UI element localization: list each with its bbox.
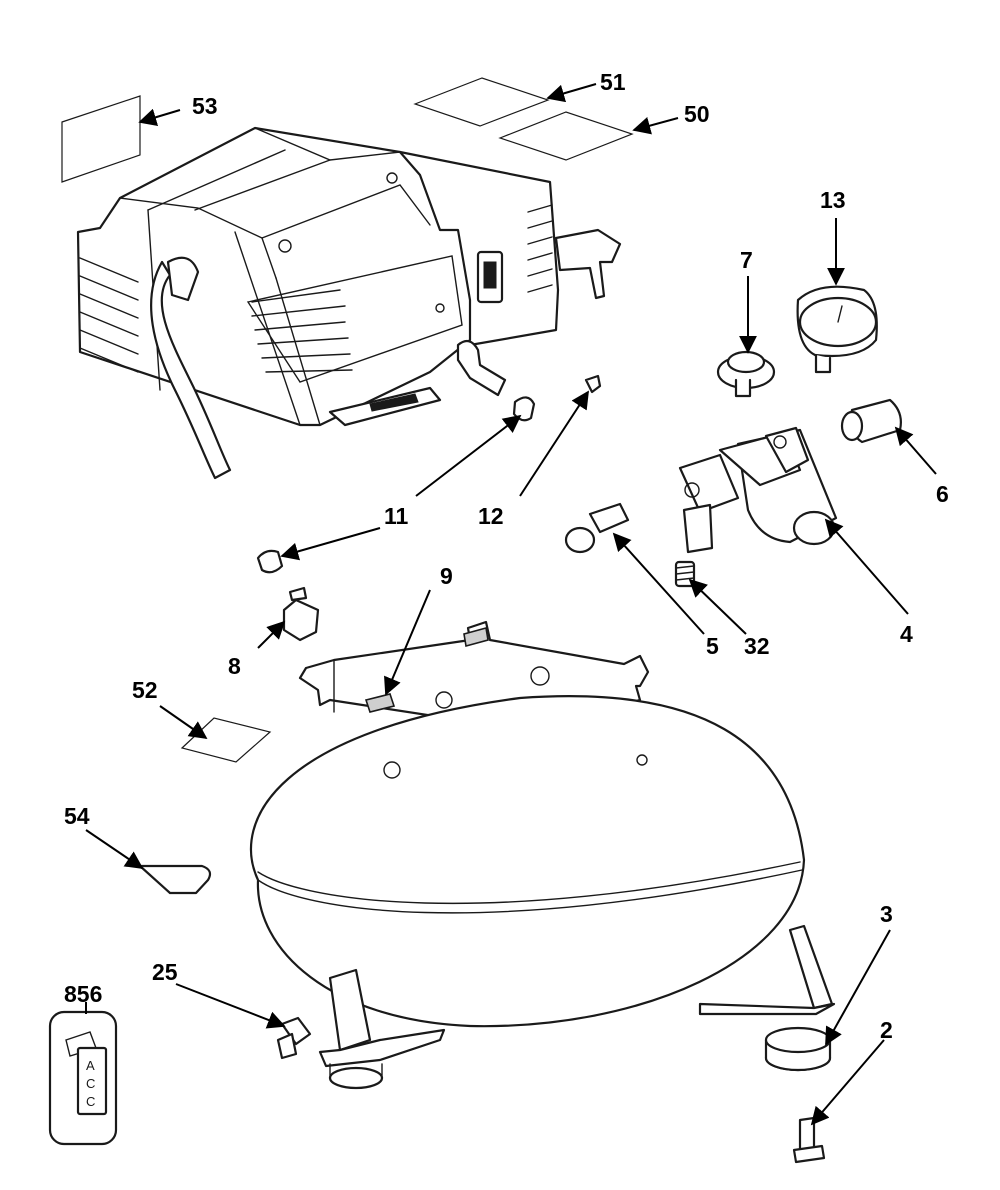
callout-52: 52: [132, 677, 158, 703]
label-50: [498, 111, 634, 161]
callout-2: 2: [880, 1017, 893, 1043]
callout-856: 856: [64, 981, 102, 1007]
part-5-safety-valve: [564, 502, 630, 554]
part-4-regulator-manifold: [678, 426, 838, 554]
motor-pump-assembly: [76, 126, 622, 480]
label-856-letter-3: C: [86, 1094, 95, 1109]
part-11-clamp-lower: [256, 549, 284, 574]
callout-9: 9: [440, 563, 453, 589]
callout-25: 25: [152, 959, 178, 985]
part-7-cap: [716, 350, 776, 398]
callout-12: 12: [478, 503, 504, 529]
callout-50: 50: [684, 101, 710, 127]
part-6-plug: [840, 398, 902, 444]
part-13-gauge: [796, 285, 878, 374]
label-54: [138, 864, 212, 895]
callout-3: 3: [880, 901, 893, 927]
part-25-drain-valve: [276, 1016, 312, 1060]
callout-4: 4: [900, 621, 913, 647]
callout-8: 8: [228, 653, 241, 679]
callouts: 53 51 50 13 7 6 11 12 5 32 4 9 8 52 54 3…: [64, 69, 949, 1043]
label-856-decal: A C C: [48, 1010, 118, 1146]
leader-lines: [85, 83, 937, 1126]
label-856-letter-2: C: [86, 1076, 95, 1091]
callout-11: 11: [384, 503, 409, 529]
callout-7: 7: [740, 247, 753, 273]
part-2-bolt: [792, 1116, 826, 1164]
pancake-tank: [250, 620, 836, 1090]
label-856-letter-1: A: [86, 1058, 95, 1073]
callout-5: 5: [706, 633, 719, 659]
callout-54: 54: [64, 803, 90, 829]
callout-13: 13: [820, 187, 846, 213]
part-11-clamp-top: [512, 396, 536, 422]
part-8-fitting: [282, 586, 320, 642]
label-51: [413, 77, 550, 127]
part-3-rubber-foot: [764, 1026, 832, 1072]
callout-6: 6: [936, 481, 949, 507]
callout-32: 32: [744, 633, 770, 659]
callout-53: 53: [192, 93, 218, 119]
part-12-screw: [584, 374, 602, 394]
callout-51: 51: [600, 69, 626, 95]
label-52: [180, 717, 272, 763]
label-53: [61, 95, 141, 183]
